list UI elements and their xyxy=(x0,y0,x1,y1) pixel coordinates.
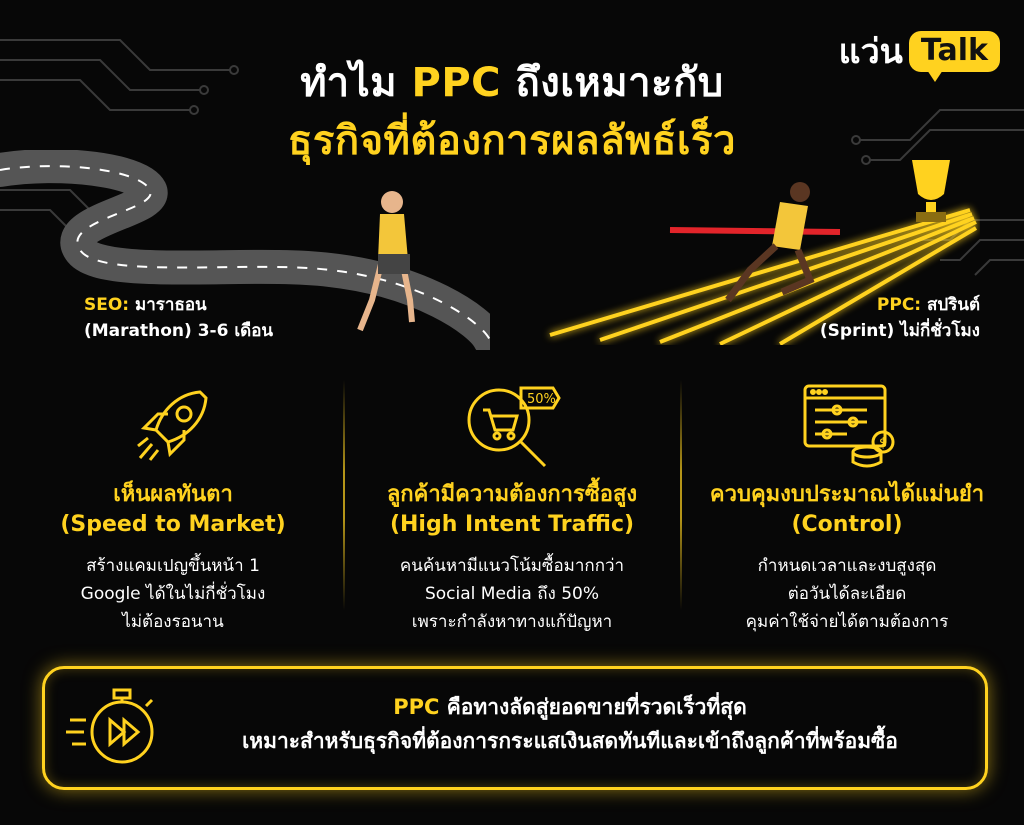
logo-badge: Talk xyxy=(908,30,1000,82)
summary-text: PPC คือทางลัดสู่ยอดขายที่รวดเร็วที่สุด เ… xyxy=(242,695,898,753)
feature-heading: ลูกค้ามีความต้องการซื้อสูง xyxy=(386,482,638,507)
ppc-caption: PPC: สปรินต์ (Sprint) ไม่กี่ชั่วโมง xyxy=(819,295,980,341)
runner-tired-icon xyxy=(357,191,415,332)
feature-body: กำหนดเวลาและงบสูงสุด ต่อวันได้ละเอียด คุ… xyxy=(745,556,949,632)
trophy-icon xyxy=(912,160,950,222)
sprinter-icon xyxy=(725,182,815,303)
marathon-road-illustration xyxy=(0,150,490,350)
feature-heading: ควบคุมงบประมาณได้แม่นยำ xyxy=(709,482,985,507)
sprint-track-illustration xyxy=(549,160,978,345)
feature-subheading: (Control) xyxy=(791,512,903,537)
title-line-1: ทำไม PPC ถึงเหมาะกับ xyxy=(300,60,724,106)
discount-badge-text: 50% xyxy=(527,392,556,407)
feature-heading: เห็นผลทันตา xyxy=(113,482,233,507)
feature-subheading: (High Intent Traffic) xyxy=(389,512,635,537)
feature-subheading: (Speed to Market) xyxy=(60,512,286,537)
feature-control: $ ควบคุมงบประมาณได้แม่นยำ (Control) กำหน… xyxy=(697,380,997,636)
column-divider xyxy=(343,380,345,610)
feature-body: คนค้นหามีแนวโน้มซื้อมากกว่า Social Media… xyxy=(399,556,625,632)
stopwatch-fast-forward-icon xyxy=(66,688,154,764)
feature-body: สร้างแคมเปญขึ้นหน้า 1 Google ได้ในไม่กี่… xyxy=(80,556,266,632)
title-highlight: PPC xyxy=(411,60,502,106)
summary-highlight: PPC xyxy=(393,695,440,719)
column-divider xyxy=(680,380,682,610)
title-line-2: ธุรกิจที่ต้องการผลลัพธ์เร็ว xyxy=(288,118,736,164)
brand-logo: แว่น Talk xyxy=(838,24,1000,82)
rocket-icon xyxy=(137,390,208,461)
logo-text: แว่น xyxy=(838,32,903,72)
search-cart-icon: 50% xyxy=(467,386,561,468)
budget-control-icon: $ xyxy=(803,384,895,468)
svg-text:$: $ xyxy=(879,436,887,451)
feature-speed: เห็นผลทันตา (Speed to Market) สร้างแคมเป… xyxy=(23,380,323,636)
summary-box xyxy=(42,666,988,790)
seo-caption: SEO: มาราธอน (Marathon) 3-6 เดือน xyxy=(84,295,274,341)
feature-intent: 50% ลูกค้ามีความต้องการซื้อสูง (High Int… xyxy=(362,380,662,636)
